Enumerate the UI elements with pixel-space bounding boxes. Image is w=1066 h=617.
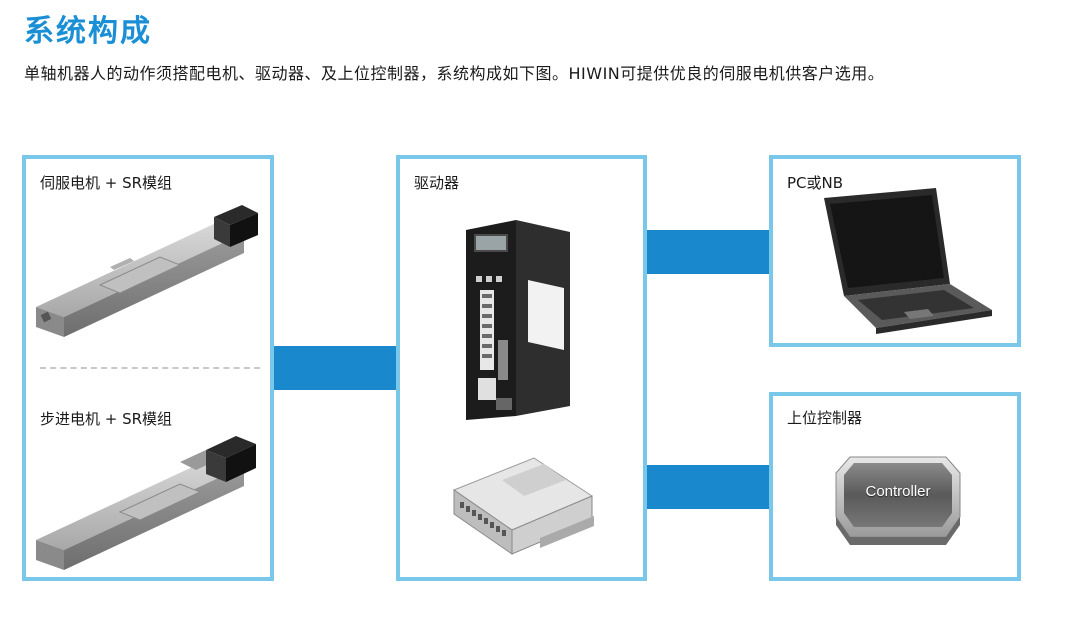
servo-module-image xyxy=(36,205,258,337)
page-description: 单轴机器人的动作须搭配电机、驱动器、及上位控制器，系统构成如下图。HIWIN可提… xyxy=(24,64,885,83)
controller-device-text: Controller xyxy=(865,483,931,500)
controller-image xyxy=(835,456,961,545)
module-divider xyxy=(40,367,260,369)
controller-label: 上位控制器 xyxy=(787,409,863,427)
connector-motor-driver xyxy=(272,346,398,390)
stepper-driver-image xyxy=(452,457,594,555)
servo-driver-image xyxy=(466,220,570,420)
connector-driver-pc xyxy=(645,230,771,274)
driver-label: 驱动器 xyxy=(414,174,460,192)
page-title: 系统构成 xyxy=(24,14,152,49)
connector-driver-controller xyxy=(645,465,771,509)
laptop-image xyxy=(824,188,992,334)
pc-label: PC或NB xyxy=(787,174,844,192)
stepper-module-image xyxy=(36,436,256,570)
servo-module-label: 伺服电机 + SR模组 xyxy=(40,174,173,192)
stepper-module-label: 步进电机 + SR模组 xyxy=(40,410,173,428)
